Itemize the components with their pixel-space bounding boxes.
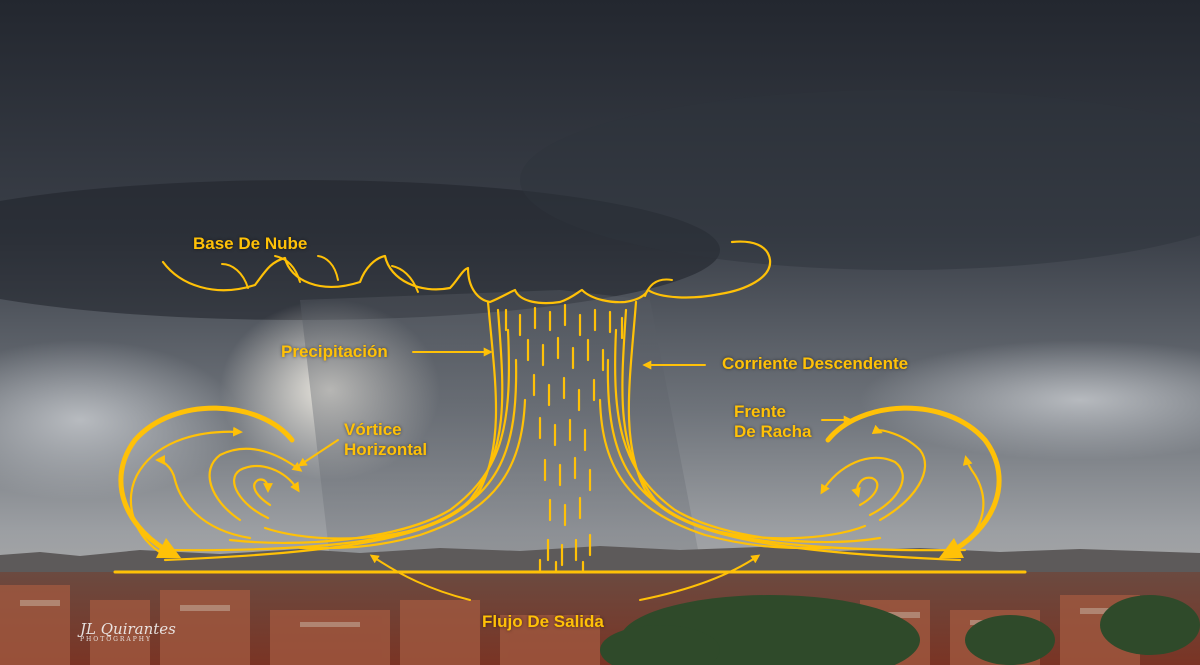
- outflow-arrow: [639, 554, 761, 601]
- gust-front-label: Frente De Racha: [734, 402, 812, 441]
- vortex-arrow: [871, 424, 926, 522]
- photographer-signature: JL Quirantes PHOTOGRAPHY: [80, 620, 176, 643]
- precipitation-label: Precipitación: [281, 342, 388, 361]
- vortex-arrow: [851, 476, 879, 507]
- cloud-curl: [317, 255, 339, 281]
- outflow-label: Flujo De Salida: [482, 612, 604, 631]
- vortex-arrow: [253, 478, 273, 507]
- downdraft-streamline: [606, 358, 867, 540]
- vortex-arrow: [820, 456, 904, 517]
- dark-cloud: [520, 90, 1200, 270]
- vortex-label-arrow: [297, 439, 339, 467]
- cloud-base-outline: [161, 240, 772, 305]
- bright-sky-glow: [860, 340, 1200, 460]
- downdraft-streamline: [263, 358, 518, 540]
- vortex-arrow: [956, 455, 985, 550]
- downdraft-streamline: [614, 328, 882, 544]
- cloud-curl: [274, 255, 301, 283]
- signature-name: JL Quirantes: [80, 620, 176, 638]
- downdraft-streamline: [228, 328, 511, 545]
- downdraft-streamline: [598, 398, 832, 550]
- downdraft-label: Corriente Descendente: [722, 354, 909, 373]
- signature-sub: PHOTOGRAPHY: [80, 636, 152, 643]
- vortex-arrow: [208, 447, 303, 522]
- annotations: [113, 240, 1027, 601]
- trees: [600, 595, 1200, 665]
- dark-cloud: [0, 180, 720, 320]
- cloud-curl: [221, 263, 249, 289]
- downdraft-streamline: [298, 398, 527, 550]
- outflow-arrow: [369, 554, 471, 601]
- horizontal-vortex-label: Vórtice Horizontal: [344, 420, 428, 459]
- bright-sky-glow: [0, 340, 240, 500]
- precipitation-dashes: [504, 303, 624, 574]
- gust-front-vortex-arrow: [825, 405, 1002, 559]
- vortex-arrow: [155, 455, 252, 540]
- vortex-arrow: [129, 426, 243, 557]
- vortex-arrow: [233, 465, 300, 520]
- cloud-curl: [391, 265, 419, 293]
- cloud-base-label: Base De Nube: [193, 234, 308, 253]
- cloud-curl: [644, 278, 673, 297]
